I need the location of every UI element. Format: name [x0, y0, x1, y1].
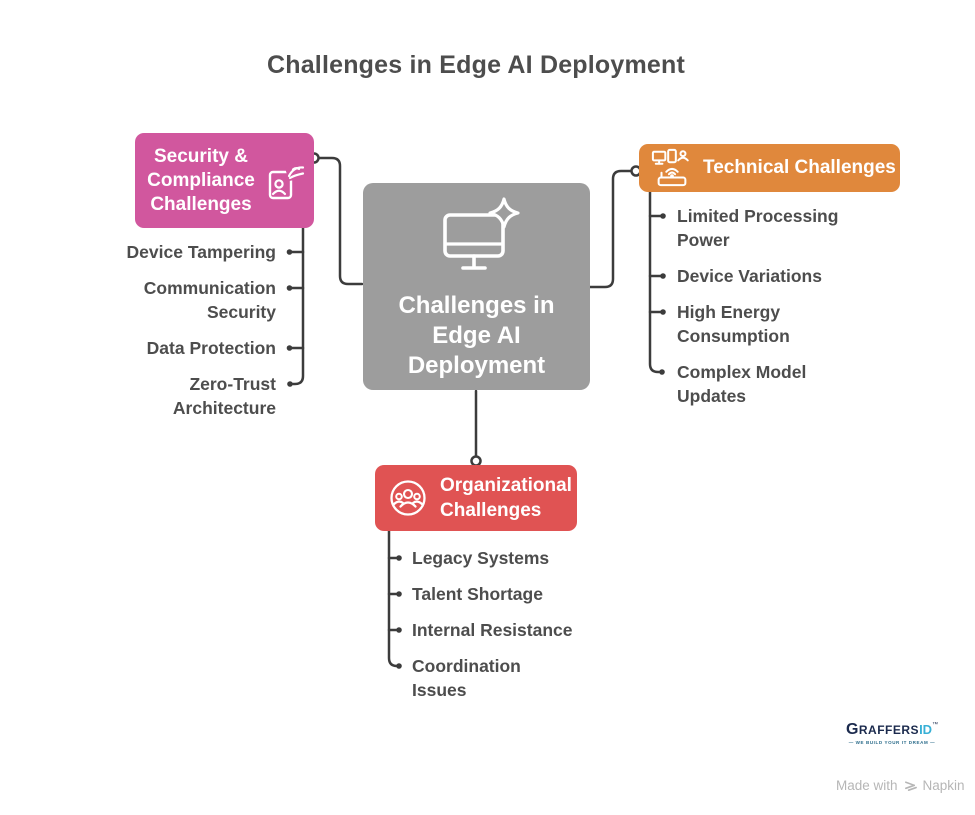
graffersid-logo: GGraffersRAFFERSID™ — WE BUILD YOUR IT D… [836, 722, 948, 746]
item-limited-processing-power: Limited Processing Power [677, 206, 839, 250]
item-device-tampering: Device Tampering [126, 242, 276, 262]
rail-security-items [291, 226, 305, 386]
napkin-logo-icon [903, 778, 918, 793]
node-center: Challenges in Edge AI Deployment [363, 183, 590, 390]
rail-organizational-items [387, 529, 399, 668]
item-complex-model-updates: Complex Model Updates [677, 362, 807, 406]
security-node-label: Security & Compliance Challenges [147, 145, 255, 215]
item-communication-security: Communication Security [143, 278, 276, 322]
connected-devices-icon [651, 148, 693, 188]
monitor-sparkle-icon [425, 197, 529, 283]
item-talent-shortage: Talent Shortage [412, 584, 543, 604]
item-high-energy-consumption: High Energy Consumption [677, 302, 790, 346]
brand-name-primary: GGraffersRAFFERS [845, 721, 920, 738]
item-device-variations: Device Variations [677, 266, 822, 286]
credit-brand: Napkin [922, 778, 965, 793]
node-organizational: Organizational Challenges [375, 465, 577, 531]
item-data-protection: Data Protection [146, 338, 276, 358]
item-legacy-systems: Legacy Systems [412, 548, 550, 568]
people-group-icon [388, 478, 428, 518]
brand-name-secondary: ID [919, 722, 933, 737]
item-coordination-issues: Coordination Issues [412, 656, 521, 700]
item-internal-resistance: Internal Resistance [412, 620, 573, 640]
center-node-label: Challenges in Edge AI Deployment [398, 292, 555, 379]
page-title: Challenges in Edge AI Deployment [266, 51, 686, 79]
technical-node-label: Technical Challenges [703, 157, 896, 178]
connector-center-technical [588, 169, 632, 289]
napkin-credit: Made with Napkin [836, 778, 965, 793]
connector-security-center [317, 156, 364, 286]
credit-prefix: Made with [836, 778, 898, 793]
node-security-compliance: Security & Compliance Challenges [135, 133, 314, 228]
organizational-node-label: Organizational Challenges [440, 475, 572, 521]
brand-trademark: ™ [932, 722, 939, 728]
node-technical: Technical Challenges [639, 144, 900, 192]
brand-tagline: — WE BUILD YOUR IT DREAM — [848, 740, 936, 745]
id-badge-hand-icon [265, 160, 305, 202]
item-zero-trust-architecture: Zero-Trust Architecture [172, 374, 276, 418]
rail-technical-items [648, 190, 661, 374]
